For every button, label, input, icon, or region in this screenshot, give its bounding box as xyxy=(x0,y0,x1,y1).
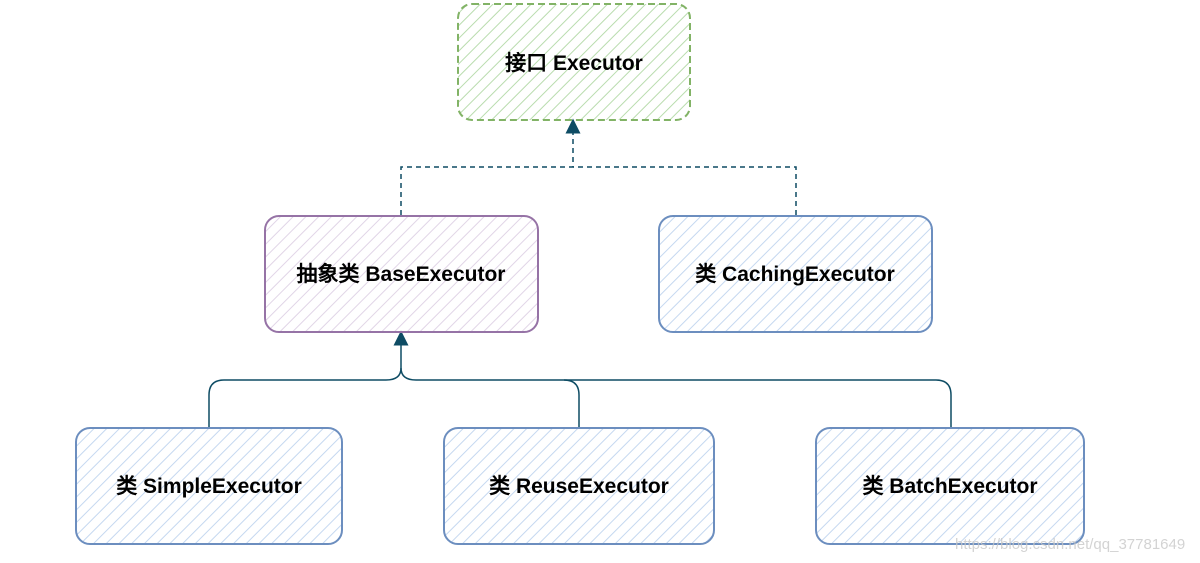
edge-base-to-executor xyxy=(400,118,581,215)
node-reuse-executor[interactable]: 类 ReuseExecutor xyxy=(443,427,715,545)
node-label: 类 CachingExecutor xyxy=(695,263,895,286)
edge-caching-to-executor xyxy=(573,166,797,215)
edge-batch-to-base xyxy=(564,379,952,427)
node-batch-executor[interactable]: 类 BatchExecutor xyxy=(815,427,1085,545)
node-label: 类 ReuseExecutor xyxy=(489,475,669,498)
node-label: 抽象类 BaseExecutor xyxy=(297,262,506,286)
node-base-executor[interactable]: 抽象类 BaseExecutor xyxy=(264,215,539,333)
node-label: 类 BatchExecutor xyxy=(862,475,1037,498)
node-simple-executor[interactable]: 类 SimpleExecutor xyxy=(75,427,343,545)
node-label: 接口 Executor xyxy=(505,52,643,75)
edge-simple-to-base xyxy=(208,367,402,427)
edge-reuse-to-base xyxy=(400,367,580,427)
node-executor-interface[interactable]: 接口 Executor xyxy=(457,3,691,121)
node-caching-executor[interactable]: 类 CachingExecutor xyxy=(658,215,933,333)
node-label: 类 SimpleExecutor xyxy=(116,475,302,498)
watermark: https://blog.csdn.net/qq_37781649 xyxy=(955,536,1186,553)
